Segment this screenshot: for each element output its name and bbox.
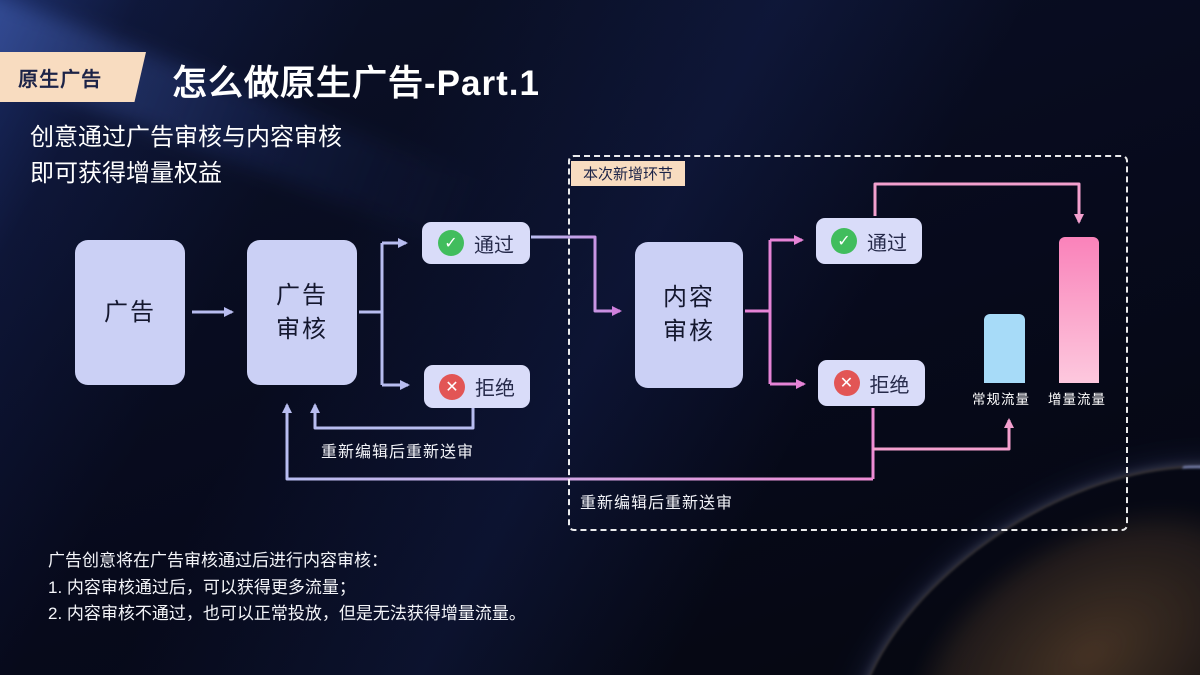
node-ad-label: 广告 (104, 298, 156, 326)
node-content-review: 内容 审核 (635, 242, 743, 388)
intro-line-1: 创意通过广告审核与内容审核 (30, 124, 342, 151)
badge-ad-reject: ✕ 拒绝 (424, 365, 530, 408)
node-ad: 广告 (75, 240, 185, 385)
notes-block: 广告创意将在广告审核通过后进行内容审核： 1. 内容审核通过后，可以获得更多流量… (48, 548, 526, 628)
badge-ad-pass-label: 通过 (474, 234, 514, 257)
incremental-traffic-bar (1059, 237, 1099, 383)
badge-content-pass-label: 通过 (867, 232, 907, 255)
resubmit-ad-label: 重新编辑后重新送审 (321, 444, 475, 461)
intro-text: 创意通过广告审核与内容审核 即可获得增量权益 (30, 120, 342, 192)
badge-ad-reject-label: 拒绝 (475, 378, 515, 400)
badge-content-reject: ✕ 拒绝 (818, 360, 925, 406)
check-icon: ✓ (831, 228, 857, 254)
new-step-tag: 本次新增环节 (571, 161, 686, 186)
intro-line-2: 即可获得增量权益 (30, 160, 222, 187)
regular-traffic-bar (984, 314, 1025, 383)
slide-tag-badge: 原生广告 (0, 52, 147, 102)
new-step-dashed-container (568, 155, 1128, 531)
node-ad-review: 广告 审核 (247, 240, 357, 385)
resubmit-content-label: 重新编辑后重新送审 (580, 495, 734, 512)
page-title: 怎么做原生广告-Part.1 (172, 64, 540, 103)
regular-traffic-label: 常规流量 (972, 392, 1030, 407)
badge-content-reject-label: 拒绝 (869, 374, 910, 397)
badge-content-pass: ✓ 通过 (816, 218, 922, 264)
check-icon: ✓ (438, 230, 464, 256)
notes-item-2: 2. 内容审核不通过，也可以正常投放，但是无法获得增量流量。 (48, 604, 526, 623)
badge-ad-pass: ✓ 通过 (422, 222, 530, 264)
notes-heading: 广告创意将在广告审核通过后进行内容审核： (48, 551, 388, 570)
cross-icon: ✕ (833, 370, 860, 396)
incremental-traffic-label: 增量流量 (1048, 392, 1106, 407)
slide-tag-label: 原生广告 (18, 68, 103, 91)
notes-item-1: 1. 内容审核通过后，可以获得更多流量； (48, 577, 356, 597)
cross-icon: ✕ (439, 373, 465, 400)
